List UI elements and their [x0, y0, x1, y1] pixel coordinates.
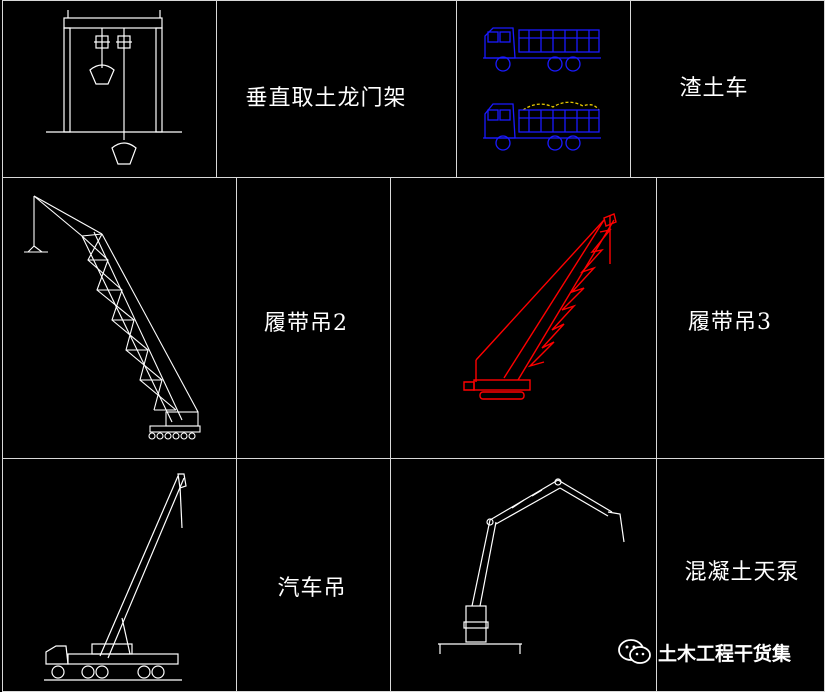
- truck-crane-drawing: [44, 473, 187, 681]
- crawler2-label: 履带吊2: [264, 311, 348, 336]
- pump-label: 混凝土天泵: [684, 560, 800, 585]
- crawler-crane-2-drawing: [24, 195, 201, 440]
- crawler-crane-3-drawing: [463, 213, 617, 400]
- wechat-icon: [618, 639, 651, 664]
- gantry-crane-drawing: [46, 10, 182, 165]
- dump-truck-empty-drawing: [483, 27, 601, 72]
- watermark-text: 土木工程干货集: [658, 642, 792, 665]
- truck-crane-label: 汽车吊: [277, 576, 347, 601]
- dump-truck-label: 渣土车: [679, 76, 749, 101]
- concrete-pump-drawing: [438, 478, 625, 654]
- gantry-label: 垂直取土龙门架: [245, 86, 407, 111]
- watermark: 土木工程干货集: [618, 638, 791, 666]
- crawler3-label: 履带吊3: [688, 310, 772, 335]
- dump-truck-loaded-drawing: [483, 101, 601, 151]
